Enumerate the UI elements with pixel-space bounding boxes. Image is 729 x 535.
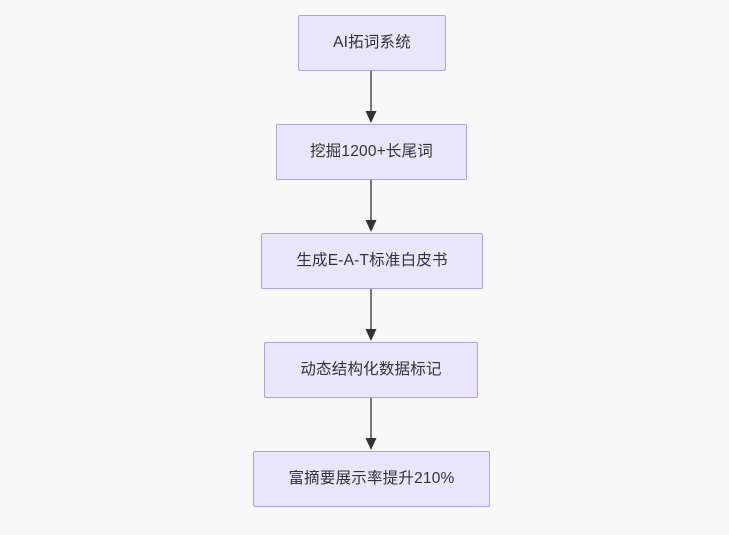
flowchart-node-4-label: 动态结构化数据标记 xyxy=(300,360,442,378)
flowchart-node-5-label: 富摘要展示率提升210% xyxy=(288,469,455,487)
flowchart-node-2[interactable]: 挖掘1200+长尾词 xyxy=(276,124,467,180)
connector-arrow-1 xyxy=(364,71,378,124)
flowchart-node-5[interactable]: 富摘要展示率提升210% xyxy=(253,451,490,507)
flowchart-node-4[interactable]: 动态结构化数据标记 xyxy=(264,342,478,398)
connector-arrow-2 xyxy=(364,180,378,233)
flowchart-node-1-label: AI拓词系统 xyxy=(333,33,411,51)
flowchart-node-3[interactable]: 生成E-A-T标准白皮书 xyxy=(261,233,483,289)
connector-arrow-3 xyxy=(364,289,378,342)
flowchart-node-3-label: 生成E-A-T标准白皮书 xyxy=(296,251,448,269)
flowchart-node-1[interactable]: AI拓词系统 xyxy=(298,15,446,71)
connector-arrow-4 xyxy=(364,398,378,451)
flowchart-node-2-label: 挖掘1200+长尾词 xyxy=(309,142,434,160)
